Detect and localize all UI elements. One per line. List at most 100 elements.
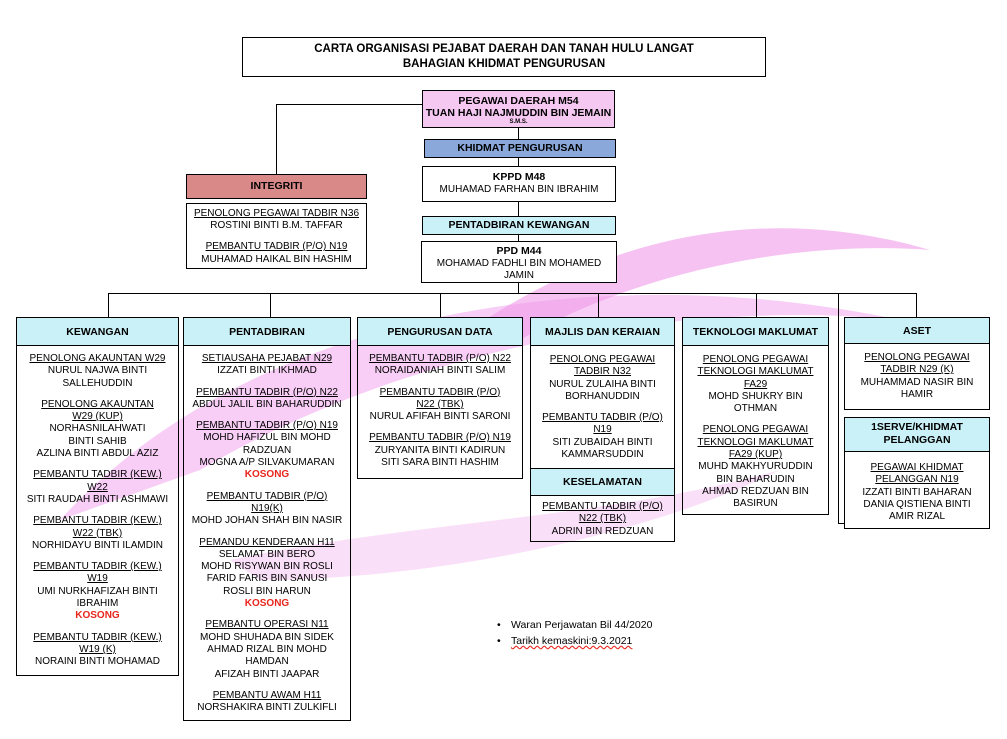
pentadbiran-e6-title: PEMBANTU OPERASI N11: [205, 619, 329, 631]
pengurusan-data-e1-name-1: NORAIDANIAH BINTI SALIM: [374, 365, 506, 377]
teknologi-column: TEKNOLOGI MAKLUMAT PENOLONG PEGAWAI TEKN…: [682, 317, 829, 515]
majlis-e2-title-2: N19: [593, 424, 612, 436]
pengurusan-data-e2-title-1: PEMBANTU TADBIR (P/O): [379, 386, 501, 398]
head-name: TUAN HAJI NAJMUDDIN BIN JEMAIN: [425, 107, 612, 119]
aset-e1-title-1: PENOLONG PEGAWAI: [864, 352, 970, 363]
pengurusan-data-e2-title-2: N22 (TBK): [416, 398, 464, 410]
kppd-box: KPPD M48 MUHAMAD FARHAN BIN IBRAHIM: [422, 166, 616, 202]
connector-pk-ppd: [518, 235, 519, 241]
connector-ppd-bus: [518, 283, 519, 293]
pentadbiran-e4-title-1: PEMBANTU TADBIR (P/O): [206, 490, 328, 502]
note-updated-text: Tarikh kemaskini:9.3.2021: [511, 635, 633, 647]
teknologi-e1-name-1: MOHD SHUKRY BIN: [708, 390, 803, 402]
pentadbiran-entry-3: PEMBANTU TADBIR (P/O) N19 MOHD HAFIZUL B…: [184, 420, 350, 481]
majlis-e1-title-1: PENOLONG PEGAWAI: [549, 354, 656, 365]
kewangan-e4-name-1: NORHIDAYU BINTI ILAMDIN: [32, 539, 163, 551]
iserve-e1-name-2: DANIA QISTIENA BINTI: [863, 498, 971, 510]
pengurusan-data-e3-name-1: ZURYANITA BINTI KADIRUN: [374, 444, 506, 456]
aset-e1-name-2: HAMIR: [900, 388, 934, 400]
pentadbiran-entry-2: PEMBANTU TADBIR (P/O) N22 ABDUL JALIL BI…: [184, 387, 350, 412]
pengurusan-data-entry-1: PEMBANTU TADBIR (P/O) N22 NORAIDANIAH BI…: [358, 353, 522, 378]
pentadbiran-column: PENTADBIRAN SETIAUSAHA PEJABAT N29 IZZAT…: [183, 317, 351, 721]
pentadbiran-e5-name-3: FARID FARIS BIN SANUSI: [206, 573, 328, 585]
aset-e1-title-2: TADBIR N29 (K): [880, 364, 954, 376]
kewangan-e4-title-2: W22 (TBK): [72, 527, 123, 539]
pentadbiran-e6-name-4: AFIZAH BINTI JAAPAR: [214, 668, 320, 680]
pentadbiran-e5-title: PEMANDU KENDERAAN H11: [199, 536, 335, 548]
pentadbiran-e5-vacant: KOSONG: [244, 598, 290, 610]
pentadbiran-e5-name-4: ROSLI BIN HARUN: [223, 585, 311, 597]
pengurusan-data-header: PENGURUSAN DATA: [358, 318, 522, 346]
pentadbiran-entry-5: PEMANDU KENDERAAN H11 SELAMAT BIN BERO M…: [184, 537, 350, 611]
connector-iserve-h: [838, 523, 844, 524]
majlis-e2-name-2: KAMMARSUDDIN: [561, 449, 644, 461]
kppd-name: MUHAMAD FARHAN BIN IBRAHIM: [439, 184, 599, 195]
teknologi-e2-title-3: FA29 (KUP): [728, 449, 783, 461]
pentadbiran-e2-title: PEMBANTU TADBIR (P/O) N22: [196, 386, 338, 398]
kewangan-e5-name-2: IBRAHIM: [76, 598, 119, 610]
pentadbiran-entry-1: SETIAUSAHA PEJABAT N29 IZZATI BINTI IKHM…: [184, 353, 350, 378]
ppd-box: PPD M44 MOHAMAD FADHLI BIN MOHAMED JAMIN: [421, 241, 617, 283]
kewangan-e5-title-2: W19: [87, 573, 108, 585]
teknologi-header: TEKNOLOGI MAKLUMAT: [683, 318, 828, 346]
pengurusan-data-entry-2: PEMBANTU TADBIR (P/O) N22 (TBK) NURUL AF…: [358, 387, 522, 424]
pentadbiran-e6-name-2: AHMAD RIZAL BIN MOHD: [207, 643, 327, 655]
connector-drop-2: [270, 293, 271, 317]
pentadbiran-e3-name-2: RADZUAN: [242, 444, 292, 456]
integriti-p1-title: PENOLONG PEGAWAI TADBIR N36: [193, 208, 360, 219]
ppd-position: PPD M44: [496, 245, 542, 257]
pentadbiran-e1-title: SETIAUSAHA PEJABAT N29: [201, 353, 333, 364]
connector-drop-3: [440, 293, 441, 317]
kewangan-e6-title-1: PEMBANTU TADBIR (KEW.): [33, 631, 162, 643]
head-box: PEGAWAI DAERAH M54 TUAN HAJI NAJMUDDIN B…: [422, 90, 615, 128]
pentadbiran-e4-name-1: MOHD JOHAN SHAH BIN NASIR: [191, 515, 343, 527]
kewangan-header: KEWANGAN: [17, 318, 178, 346]
kewangan-e6-name-1: NORAINI BINTI MOHAMAD: [34, 656, 160, 668]
kewangan-e1-name-2: SALLEHUDDIN: [62, 377, 133, 389]
teknologi-e2-title-2: TEKNOLOGI MAKLUMAT: [697, 436, 814, 448]
connector-head-down: [518, 128, 519, 140]
pentadbiran-e1-name-1: IZZATI BINTI IKHMAD: [217, 365, 317, 377]
majlis-e2-name-1: SITI ZUBAIDAH BINTI: [552, 436, 653, 448]
teknologi-e2-name-3: AHMAD REDZUAN BIN: [702, 485, 809, 497]
keselamatan-header: KESELAMATAN: [531, 468, 674, 496]
note-updated: Tarikh kemaskini:9.3.2021: [497, 633, 652, 649]
teknologi-e1-title-3: FA29: [743, 378, 768, 390]
iserve-e1-name-1: IZZATI BINTI BAHARAN: [862, 486, 972, 498]
majlis-e1-name-2: BORHANUDDIN: [565, 390, 640, 402]
kewangan-entry-5: PEMBANTU TADBIR (KEW.) W19 UMI NURKHAFIZ…: [17, 561, 178, 622]
integriti-box: PENOLONG PEGAWAI TADBIR N36 ROSTINI BINT…: [186, 203, 367, 269]
teknologi-e1-title-1: PENOLONG PEGAWAI: [702, 354, 809, 365]
connector-bus: [108, 293, 916, 294]
chart-title: CARTA ORGANISASI PEJABAT DAERAH DAN TANA…: [242, 37, 766, 77]
keselamatan-e1-title-2: N22 (TBK): [578, 513, 627, 525]
majlis-e1-title-2: TADBIR N32: [573, 366, 632, 378]
kewangan-e5-name-1: UMI NURKHAFIZAH BINTI: [37, 585, 158, 597]
keselamatan-header-label: KESELAMATAN: [563, 476, 642, 488]
teknologi-entry-1: PENOLONG PEGAWAI TEKNOLOGI MAKLUMAT FA29…: [683, 354, 828, 415]
kppd-position: KPPD M48: [492, 171, 546, 183]
ppd-name-line-2: JAMIN: [504, 270, 534, 282]
iserve-entry-1: PEGAWAI KHIDMAT PELANGGAN N19 IZZATI BIN…: [845, 462, 989, 523]
majlis-e2-title-1: PEMBANTU TADBIR (P/O): [542, 412, 663, 424]
kewangan-e3-name-1: SITI RAUDAH BINTI ASHMAWI: [26, 493, 169, 505]
pentadbiran-entry-7: PEMBANTU AWAM H11 NORSHAKIRA BINTI ZULKI…: [184, 690, 350, 715]
teknologi-e2-name-4: BASIRUN: [733, 498, 778, 510]
pentadbiran-e5-name-1: SELAMAT BIN BERO: [218, 548, 316, 560]
ppd-name-line-1: MOHAMAD FADHLI BIN MOHAMED: [436, 258, 602, 269]
kewangan-entry-2: PENOLONG AKAUNTAN W29 (KUP) NORHASNILAHW…: [17, 399, 178, 460]
iserve-header-line-2: PELANGGAN: [883, 434, 951, 446]
kewangan-e3-title-1: PEMBANTU TADBIR (KEW.): [33, 469, 162, 481]
connector-kppd-pk: [518, 202, 519, 216]
pentadbiran-e2-name-1: ABDUL JALIL BIN BAHARUDDIN: [192, 398, 342, 410]
keselamatan-entry-1: PEMBANTU TADBIR (P/O) N22 (TBK) ADRIN BI…: [531, 501, 674, 538]
notes-list: Waran Perjawatan Bil 44/2020 Tarikh kema…: [497, 617, 652, 649]
majlis-e1-name-1: NURUL ZULAIHA BINTI: [549, 378, 656, 390]
aset-column: ASET PENOLONG PEGAWAI TADBIR N29 (K) MUH…: [844, 317, 990, 410]
teknologi-e2-name-2: BIN BAHARUDIN: [716, 473, 795, 485]
majlis-column: MAJLIS DAN KERAIAN PENOLONG PEGAWAI TADB…: [530, 317, 675, 542]
iserve-column: 1SERVE/KHIDMAT PELANGGAN PEGAWAI KHIDMAT…: [844, 417, 990, 529]
connector-kp-kppd: [518, 158, 519, 166]
teknologi-e1-name-2: OTHMAN: [733, 403, 778, 415]
kewangan-entry-1: PENOLONG AKAUNTAN W29 NURUL NAJWA BINTI …: [17, 353, 178, 390]
